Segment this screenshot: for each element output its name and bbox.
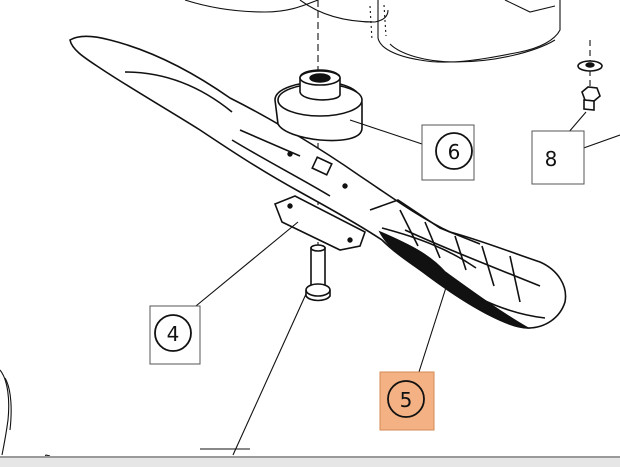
callout-4[interactable]: 4 [149, 305, 201, 365]
callout-8-label: 8 [545, 147, 558, 171]
deck-housing [184, 0, 561, 63]
blade-washer-plate [273, 195, 366, 251]
leader-lines [0, 111, 620, 463]
washer-and-nut-hardware [577, 40, 603, 111]
callout-5-label: 5 [400, 388, 413, 412]
callout-8[interactable]: 8 [531, 130, 585, 185]
viewer-bottom-scrollbar[interactable] [0, 456, 620, 467]
callout-5-highlighted[interactable]: 5 [379, 371, 435, 431]
blade-adapter-hub [274, 69, 363, 142]
callout-6-label: 6 [448, 140, 461, 164]
callout-6[interactable]: 6 [421, 124, 475, 181]
blade-bolt [305, 244, 331, 302]
callout-4-label: 4 [167, 322, 180, 346]
mower-blade [69, 35, 567, 329]
